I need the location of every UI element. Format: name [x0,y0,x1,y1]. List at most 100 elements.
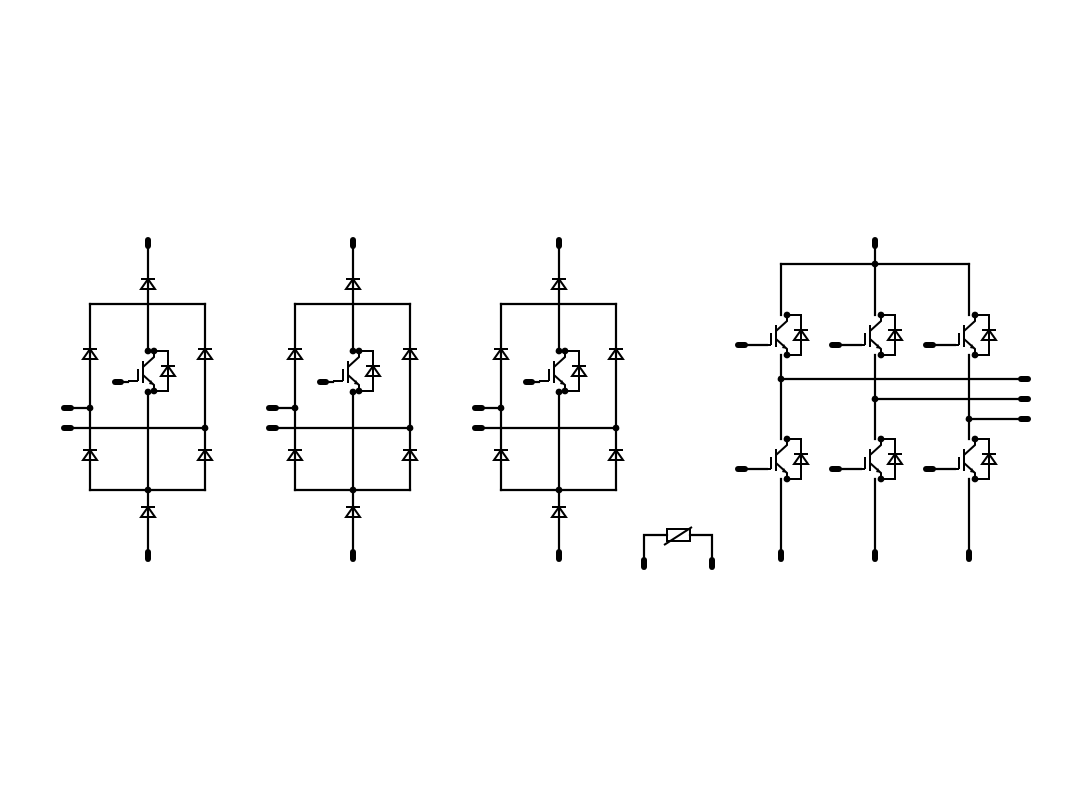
diode-triangle [886,452,904,465]
diode-icon [81,347,99,360]
junction-dot [612,424,620,432]
diode-triangle [570,364,588,377]
junction-dot [86,404,94,412]
igbt-icon [855,311,904,359]
diode-triangle [401,448,419,461]
junction-dot [349,347,357,355]
junction-dot [561,347,569,355]
igbt-arrow [970,344,975,349]
igbt-arrow [970,468,975,473]
igbt-icon [949,435,998,483]
thermistor-body [666,528,691,542]
freewheel-loop [359,350,374,392]
diode-triangle [344,505,362,518]
freewheel-loop [787,438,802,480]
freewheel-loop [787,314,802,356]
junction-dot [406,424,414,432]
junction-dot [555,347,563,355]
junction-dot [971,351,979,359]
igbt-icon [949,311,998,359]
diode-triangle [196,347,214,360]
diode-triangle [607,448,625,461]
igbt-icon [128,347,177,395]
bridge-modules [61,237,625,562]
diode-icon [401,448,419,461]
junction-dot [971,435,979,443]
diode-icon [607,347,625,360]
freewheel-loop [881,438,896,480]
igbt-icon [761,435,810,483]
junction-dot [877,311,885,319]
igbt-arrow [149,380,154,385]
igbt-arrow [876,344,881,349]
diode-icon [607,448,625,461]
junction-dot [349,486,357,494]
diode-triangle [196,448,214,461]
diode-triangle [980,452,998,465]
bridge-module [266,237,419,562]
diode-triangle [286,347,304,360]
thermistor-block [641,526,715,570]
freewheel-loop [975,438,990,480]
diode-icon [196,347,214,360]
diode-icon [344,277,362,290]
diode-icon [550,505,568,518]
junction-dot [355,347,363,355]
junction-dot [871,395,879,403]
diode-triangle [139,277,157,290]
diode-icon [159,364,177,377]
igbt-arrow [354,380,359,385]
diode-triangle [286,448,304,461]
diode-icon [886,328,904,341]
diode-triangle [492,448,510,461]
junction-dot [144,347,152,355]
junction-dot [783,311,791,319]
diode-icon [792,328,810,341]
diode-icon [139,277,157,290]
diode-icon [344,505,362,518]
junction-dot [971,311,979,319]
diode-icon [81,448,99,461]
diode-triangle [980,328,998,341]
thermistor-lead-left [642,533,669,565]
diode-icon [196,448,214,461]
junction-dot [971,475,979,483]
diode-triangle [550,277,568,290]
diode-triangle [364,364,382,377]
junction-dot [783,435,791,443]
diode-triangle [792,328,810,341]
diode-icon [364,364,382,377]
diode-icon [980,328,998,341]
igbt-arrow [782,468,787,473]
junction-dot [497,404,505,412]
junction-dot [355,387,363,395]
diode-icon [550,277,568,290]
junction-dot [965,415,973,423]
freewheel-loop [565,350,580,392]
diode-icon [492,347,510,360]
diode-triangle [492,347,510,360]
junction-dot [877,435,885,443]
diode-triangle [550,505,568,518]
bridge-module [61,237,214,562]
junction-dot [555,486,563,494]
diode-triangle [81,347,99,360]
junction-dot [555,388,563,396]
diode-icon [286,448,304,461]
diode-triangle [139,505,157,518]
igbt-icon [333,347,382,395]
diode-triangle [81,448,99,461]
freewheel-loop [975,314,990,356]
diode-triangle [792,452,810,465]
diode-icon [886,452,904,465]
diode-icon [492,448,510,461]
junction-dot [349,388,357,396]
diode-icon [401,347,419,360]
igbt-icon [855,435,904,483]
diode-icon [980,452,998,465]
junction-dot [783,351,791,359]
freewheel-loop [881,314,896,356]
junction-dot [877,475,885,483]
igbt-icon [539,347,588,395]
